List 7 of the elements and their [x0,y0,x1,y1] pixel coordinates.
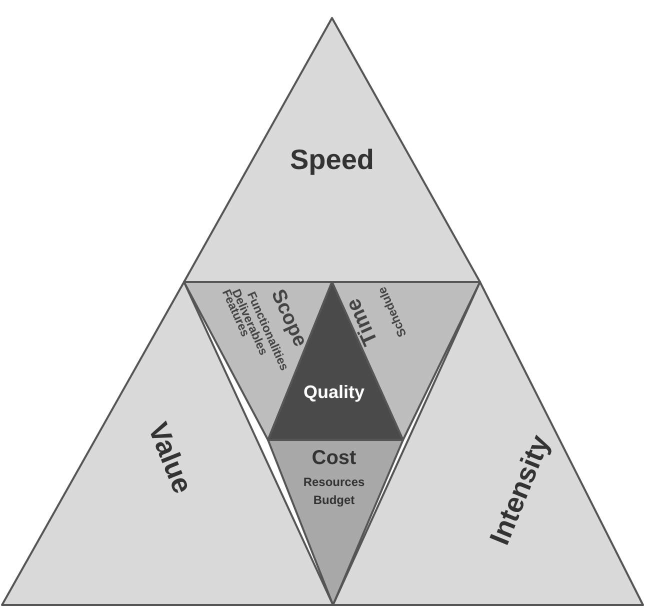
region-title: Value [143,418,197,498]
region-item: Resources [303,476,365,488]
region-title: Speed [290,146,374,174]
region-title: Quality [304,383,364,401]
region-item: Budget [313,494,355,506]
region-title: Time [342,296,382,348]
region-title: Cost [312,448,356,468]
